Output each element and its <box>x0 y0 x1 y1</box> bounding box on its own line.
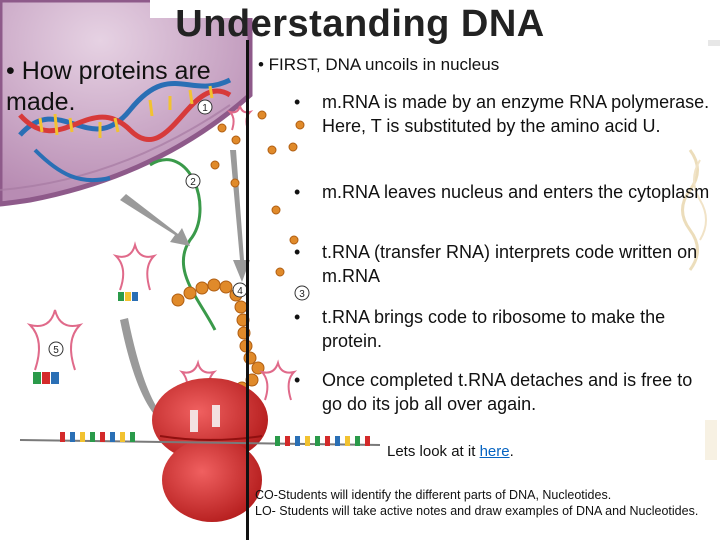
content-objective: CO-Students will identify the different … <box>255 488 612 502</box>
step-label-2: 2 <box>190 177 196 188</box>
language-objective: LO- Students will take active notes and … <box>255 504 699 518</box>
page-title: Understanding DNA <box>175 3 545 45</box>
bullet-1: • m.RNA is made by an enzyme RNA polymer… <box>294 90 714 138</box>
step-label-4: 4 <box>237 286 243 297</box>
bullet-dot: • <box>294 182 301 202</box>
divider-line <box>246 40 249 540</box>
bullet-dot: • <box>294 92 301 112</box>
bullet-5: • Once completed t.RNA detaches and is f… <box>294 368 714 416</box>
bullet-dot: • <box>294 307 301 327</box>
step-label-5: 5 <box>53 345 59 356</box>
mrna-strand <box>149 158 217 331</box>
bullet-text: Once completed t.RNA detaches and is fre… <box>322 370 693 414</box>
bullet-text: m.RNA is made by an enzyme RNA polymeras… <box>322 92 710 136</box>
objectives: CO-Students will identify the different … <box>255 487 715 519</box>
lets-look-suffix: . <box>509 443 514 460</box>
right-edge-decoration <box>681 40 720 460</box>
title-mask <box>150 0 550 18</box>
free-amino-acids <box>210 110 305 277</box>
step-label-1: 1 <box>202 103 208 114</box>
bullet-4: • t.RNA brings code to ribosome to make … <box>294 305 714 353</box>
nucleus-membrane <box>0 0 253 207</box>
bullet-text: t.RNA brings code to ribosome to make th… <box>322 307 666 351</box>
step-label-3: 3 <box>299 289 305 300</box>
lets-look-text: Lets look at it here. <box>387 443 514 460</box>
lets-look-prefix: Lets look at it <box>387 443 480 460</box>
here-link[interactable]: here <box>479 443 510 460</box>
bullet-text: t.RNA (transfer RNA) interprets code wri… <box>322 242 698 286</box>
step-markers <box>48 99 310 357</box>
bullet-dot: • <box>294 370 301 390</box>
left-bullet: • How proteins are made. <box>6 57 211 116</box>
dna-helix <box>18 77 232 183</box>
bullet-dot: • <box>294 242 301 262</box>
first-bullet: • FIRST, DNA uncoils in nucleus <box>258 55 500 74</box>
ribosome <box>152 378 268 522</box>
bullet-text: m.RNA leaves nucleus and enters the cyto… <box>322 182 710 202</box>
trna-anticodons <box>33 292 138 384</box>
mrna-codons <box>19 432 381 446</box>
bullet-3: • t.RNA (transfer RNA) interprets code w… <box>294 240 714 288</box>
bullet-2: • m.RNA leaves nucleus and enters the cy… <box>294 180 714 204</box>
